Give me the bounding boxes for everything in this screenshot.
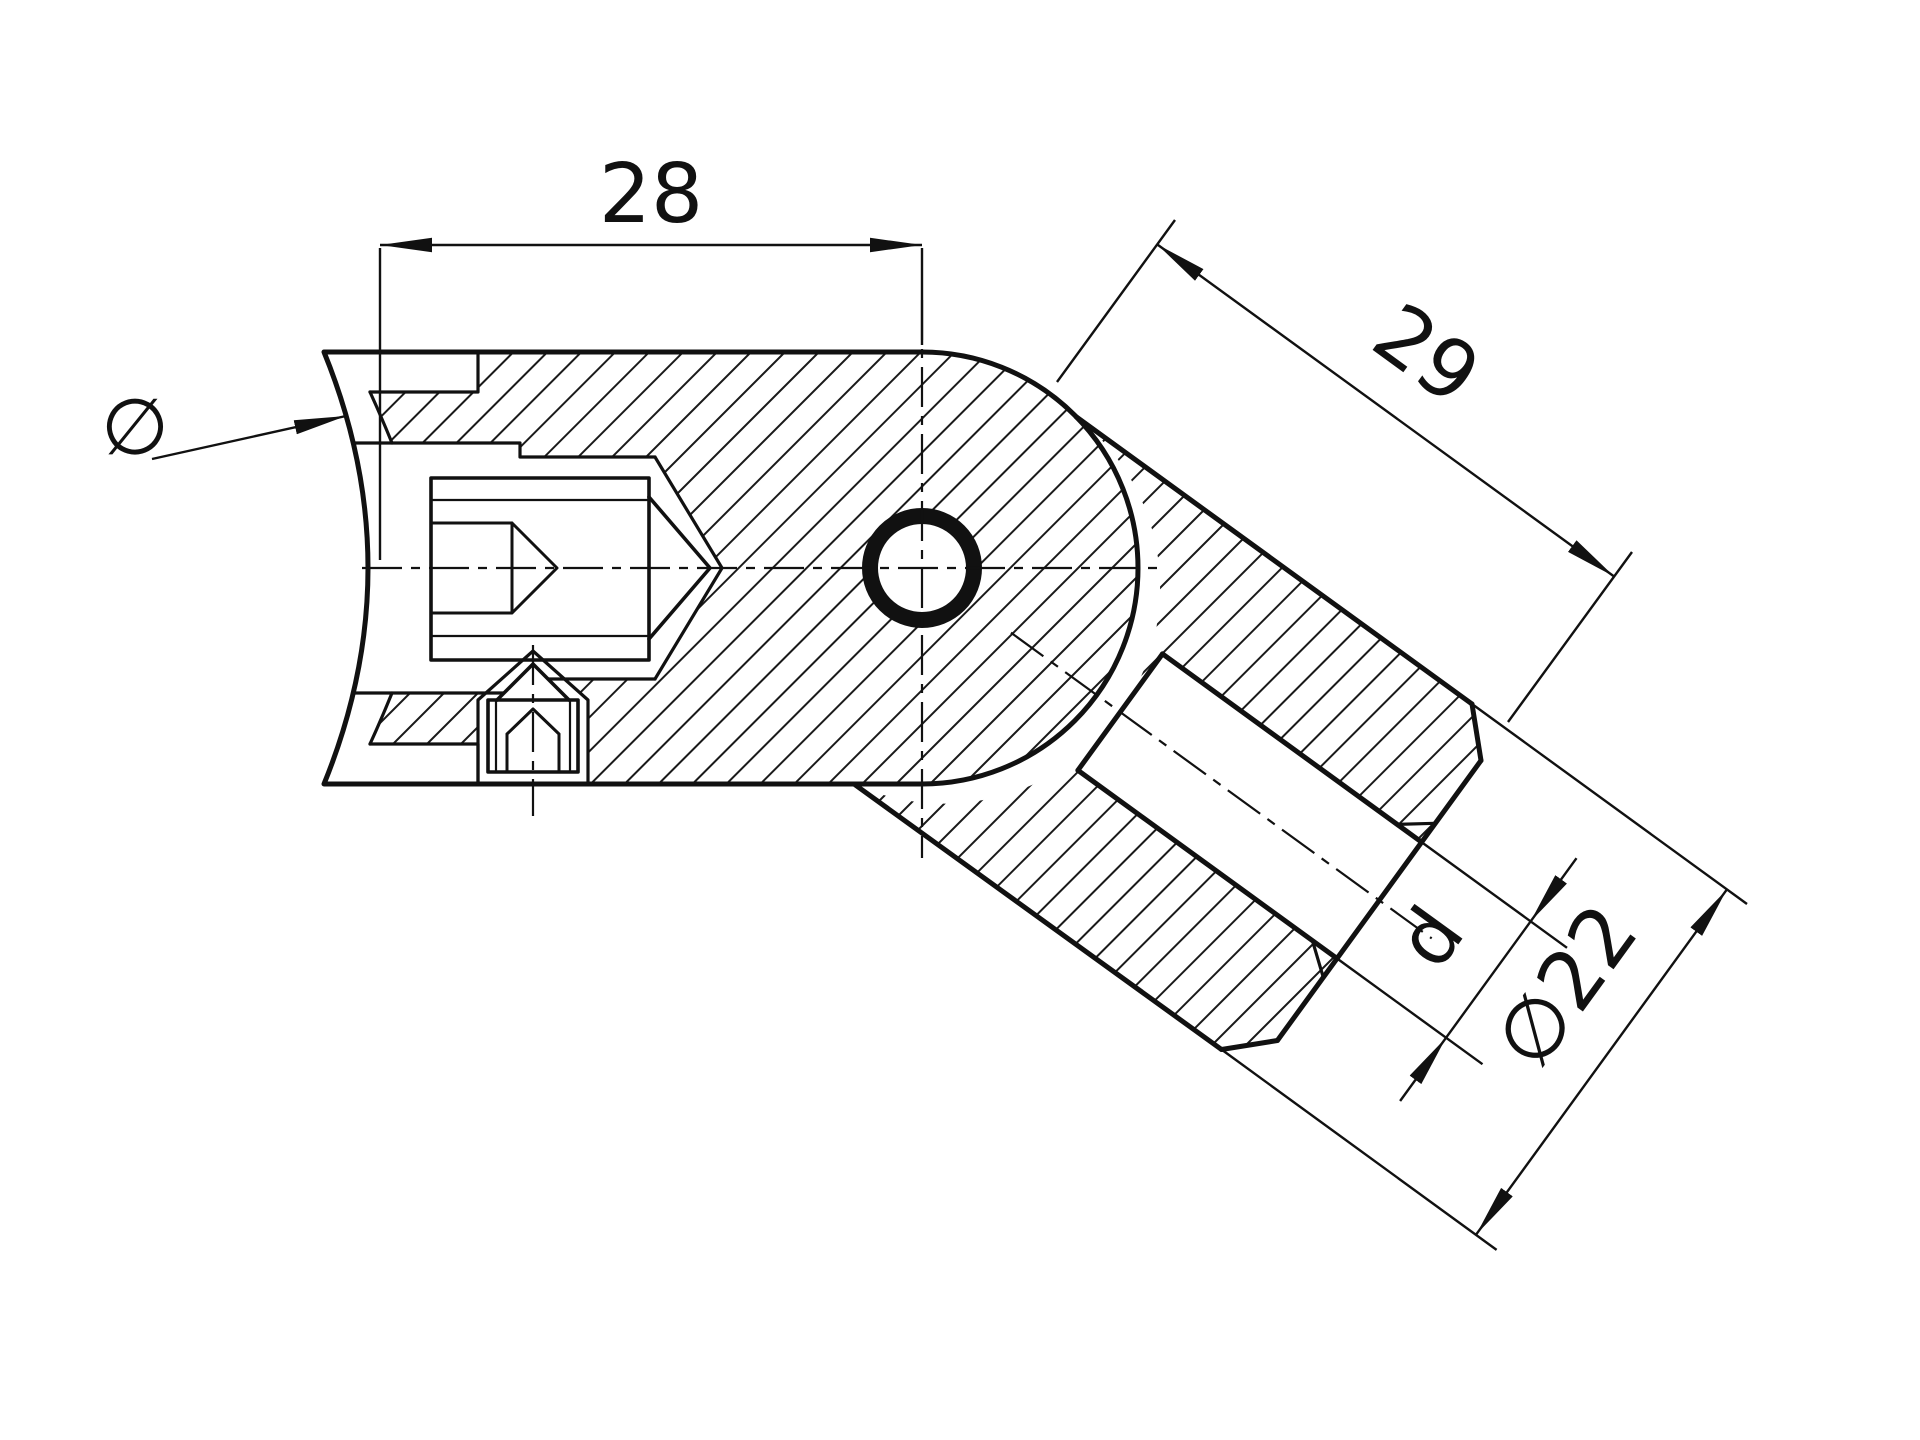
screw-h-threads — [429, 498, 651, 638]
dim22-line — [1475, 888, 1728, 1235]
dimension-width-28: 28 — [378, 147, 924, 560]
bore-upper-side — [1160, 651, 1424, 845]
lug-outline — [321, 349, 1141, 787]
socket-lower-edge — [851, 781, 1224, 1052]
bore-chamfer-bottom — [1310, 940, 1325, 978]
bore-entry-chamfers — [1310, 821, 1436, 978]
leader-label: ∅ — [101, 383, 169, 473]
socket-end-chamfer-bottom — [1219, 1038, 1280, 1052]
dimd-ext-lower — [1336, 957, 1484, 1066]
socket-outline — [851, 414, 1484, 1052]
dim22-ext-upper — [1471, 703, 1748, 905]
saddle-inner-face-bottom — [368, 691, 394, 746]
dim29-ext-near — [1056, 219, 1176, 383]
center-lines — [362, 300, 1433, 940]
socket-end-chamfer-top — [1469, 701, 1484, 763]
screw-h-body — [429, 476, 651, 662]
saddle-step-top — [368, 350, 480, 394]
swivel-socket — [851, 414, 1484, 1052]
screw-v-body — [486, 698, 580, 774]
bore-lower-side — [1075, 767, 1340, 961]
dim28-label: 28 — [599, 147, 703, 242]
dimd-arrow-lower — [1399, 1037, 1447, 1102]
dim22-label: ∅22 — [1477, 888, 1657, 1086]
socket-hatch — [854, 416, 1481, 1050]
dim29-line — [1156, 243, 1616, 578]
dimd-label: d — [1380, 891, 1482, 984]
dim22-ext-lower — [1220, 1048, 1498, 1251]
screw-v-threads — [494, 698, 572, 774]
bore-chamfer-top — [1397, 821, 1436, 826]
cavity-top-edge — [351, 441, 657, 459]
leader-line — [151, 414, 347, 461]
centerline-socket-axis — [1010, 631, 1433, 940]
screw-v-hex-socket — [505, 707, 561, 774]
leader-diameter-symbol: ∅ — [101, 383, 347, 473]
dim29-ext-far — [1507, 551, 1633, 723]
